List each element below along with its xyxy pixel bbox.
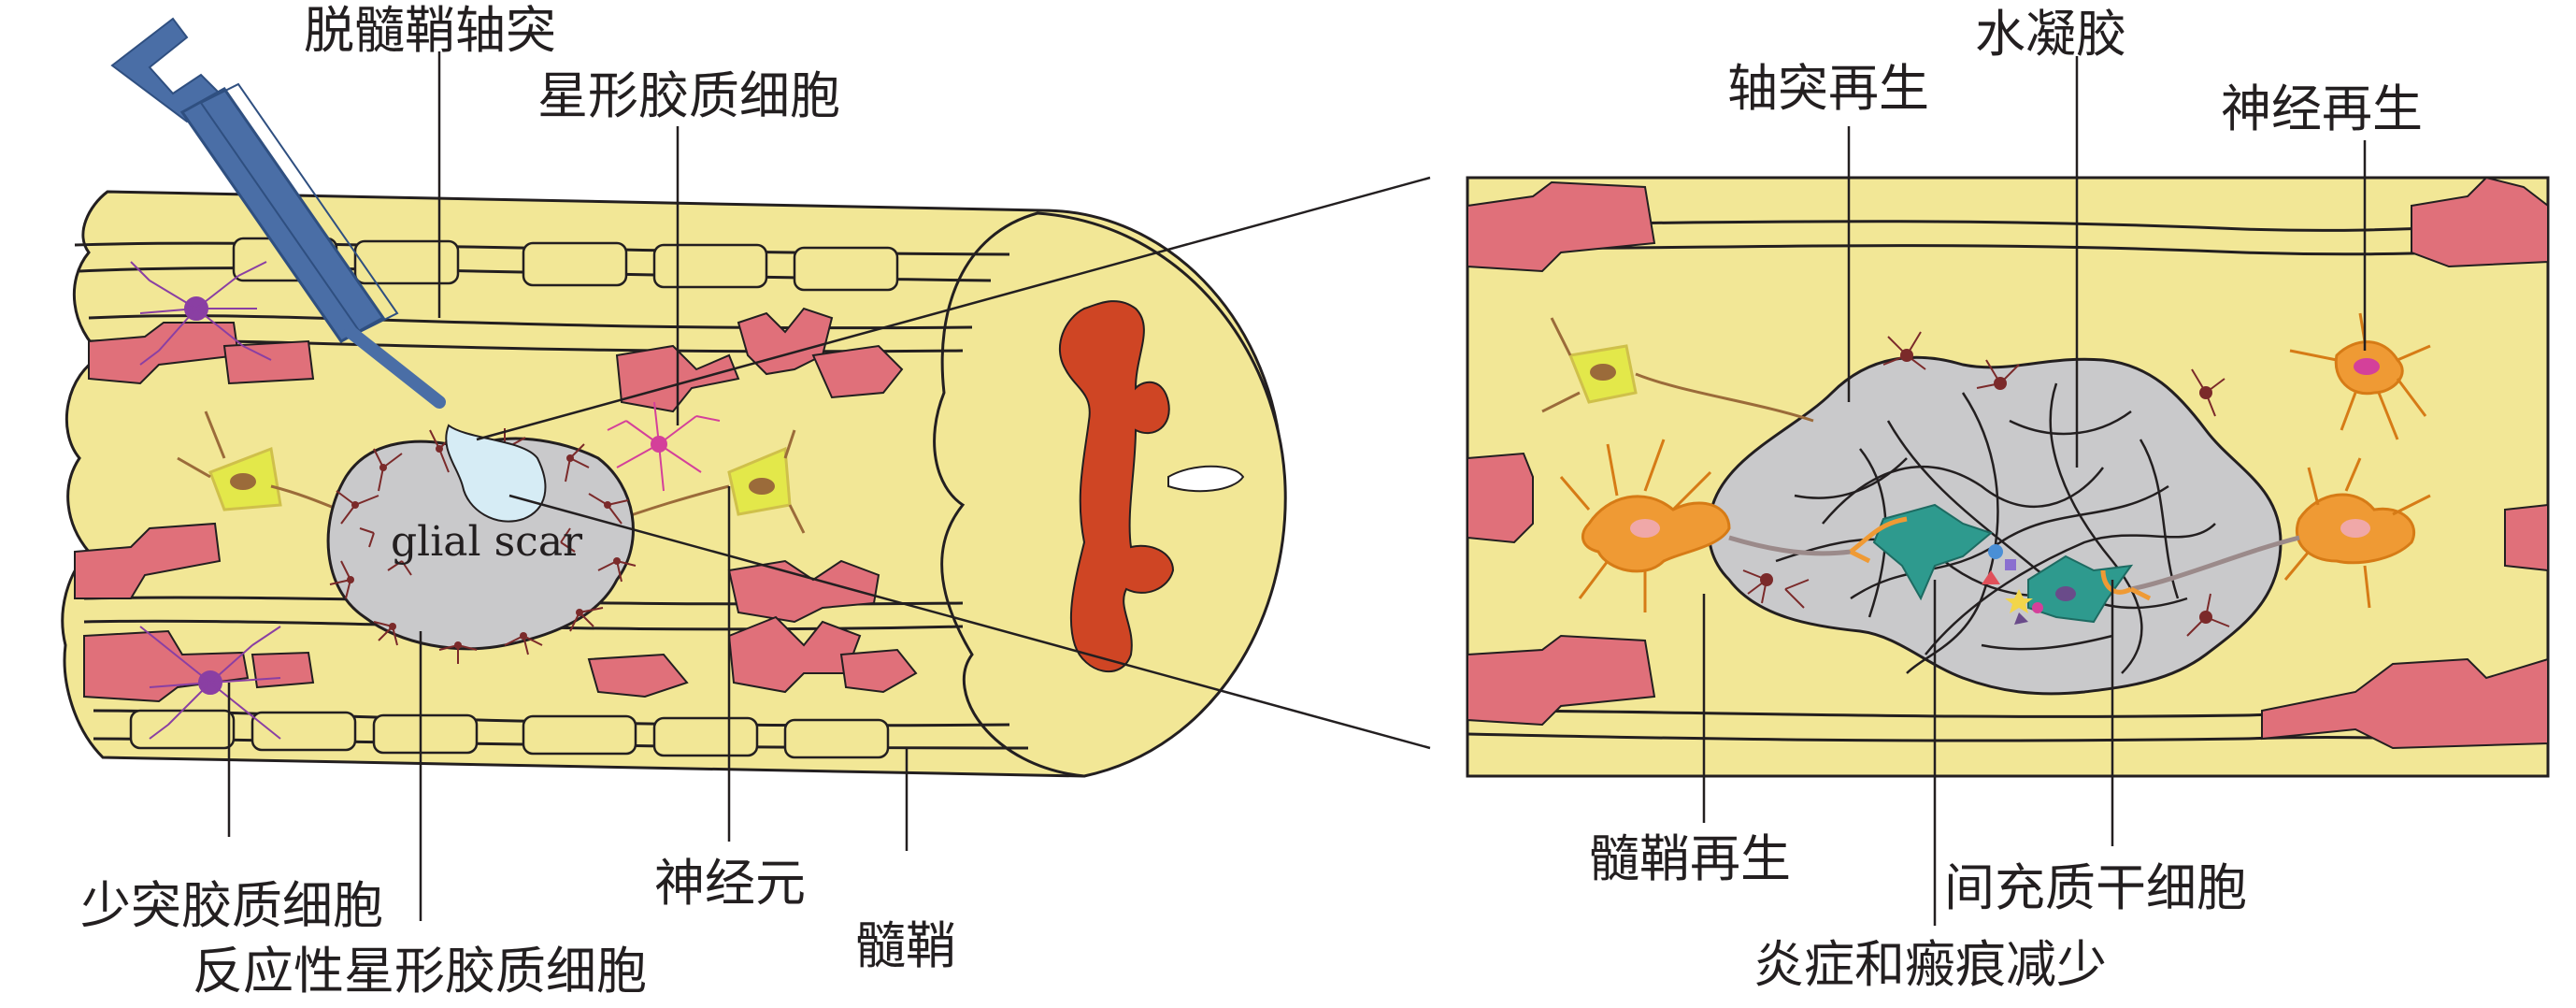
gray-matter xyxy=(1058,300,1175,672)
label-msc: 间充质干细胞 xyxy=(1944,858,2247,917)
label-myelin: 髓鞘 xyxy=(855,916,956,975)
label-axon-regeneration: 轴突再生 xyxy=(1727,59,1929,118)
label-myelin-regeneration: 髓鞘再生 xyxy=(1589,829,1791,888)
zoom-panel xyxy=(1466,176,2550,778)
label-nerve-regeneration: 神经再生 xyxy=(2221,79,2423,138)
syringe-icon xyxy=(110,17,446,409)
label-hydrogel: 水凝胶 xyxy=(1975,5,2126,64)
label-oligodendrocyte: 少突胶质细胞 xyxy=(80,876,383,935)
zoom-lines xyxy=(476,176,1431,750)
myelin-segments-white xyxy=(129,237,899,759)
leader-lines xyxy=(227,51,2367,926)
label-astrocyte: 星形胶质细胞 xyxy=(537,66,840,125)
hydrogel-droplet xyxy=(445,424,547,523)
label-inflammation-reduction: 炎症和瘢痕减少 xyxy=(1753,935,2107,994)
glial-scar-icon xyxy=(326,428,637,664)
label-glial-scar: glial scar xyxy=(391,518,583,566)
hydrogel-scaffold xyxy=(1707,355,2283,696)
reactive-astrocyte-pink xyxy=(607,401,721,492)
oligodendrocyte-1 xyxy=(130,261,272,366)
central-canal xyxy=(1167,465,1245,493)
oligodendrocyte-2 xyxy=(139,626,281,740)
label-demyelinated-axon: 脱髓鞘轴突 xyxy=(304,1,556,60)
oligodendrocyte-cells xyxy=(130,261,281,740)
label-reactive-astrocyte: 反应性星形胶质细胞 xyxy=(193,942,647,1001)
label-neuron: 神经元 xyxy=(654,854,806,913)
